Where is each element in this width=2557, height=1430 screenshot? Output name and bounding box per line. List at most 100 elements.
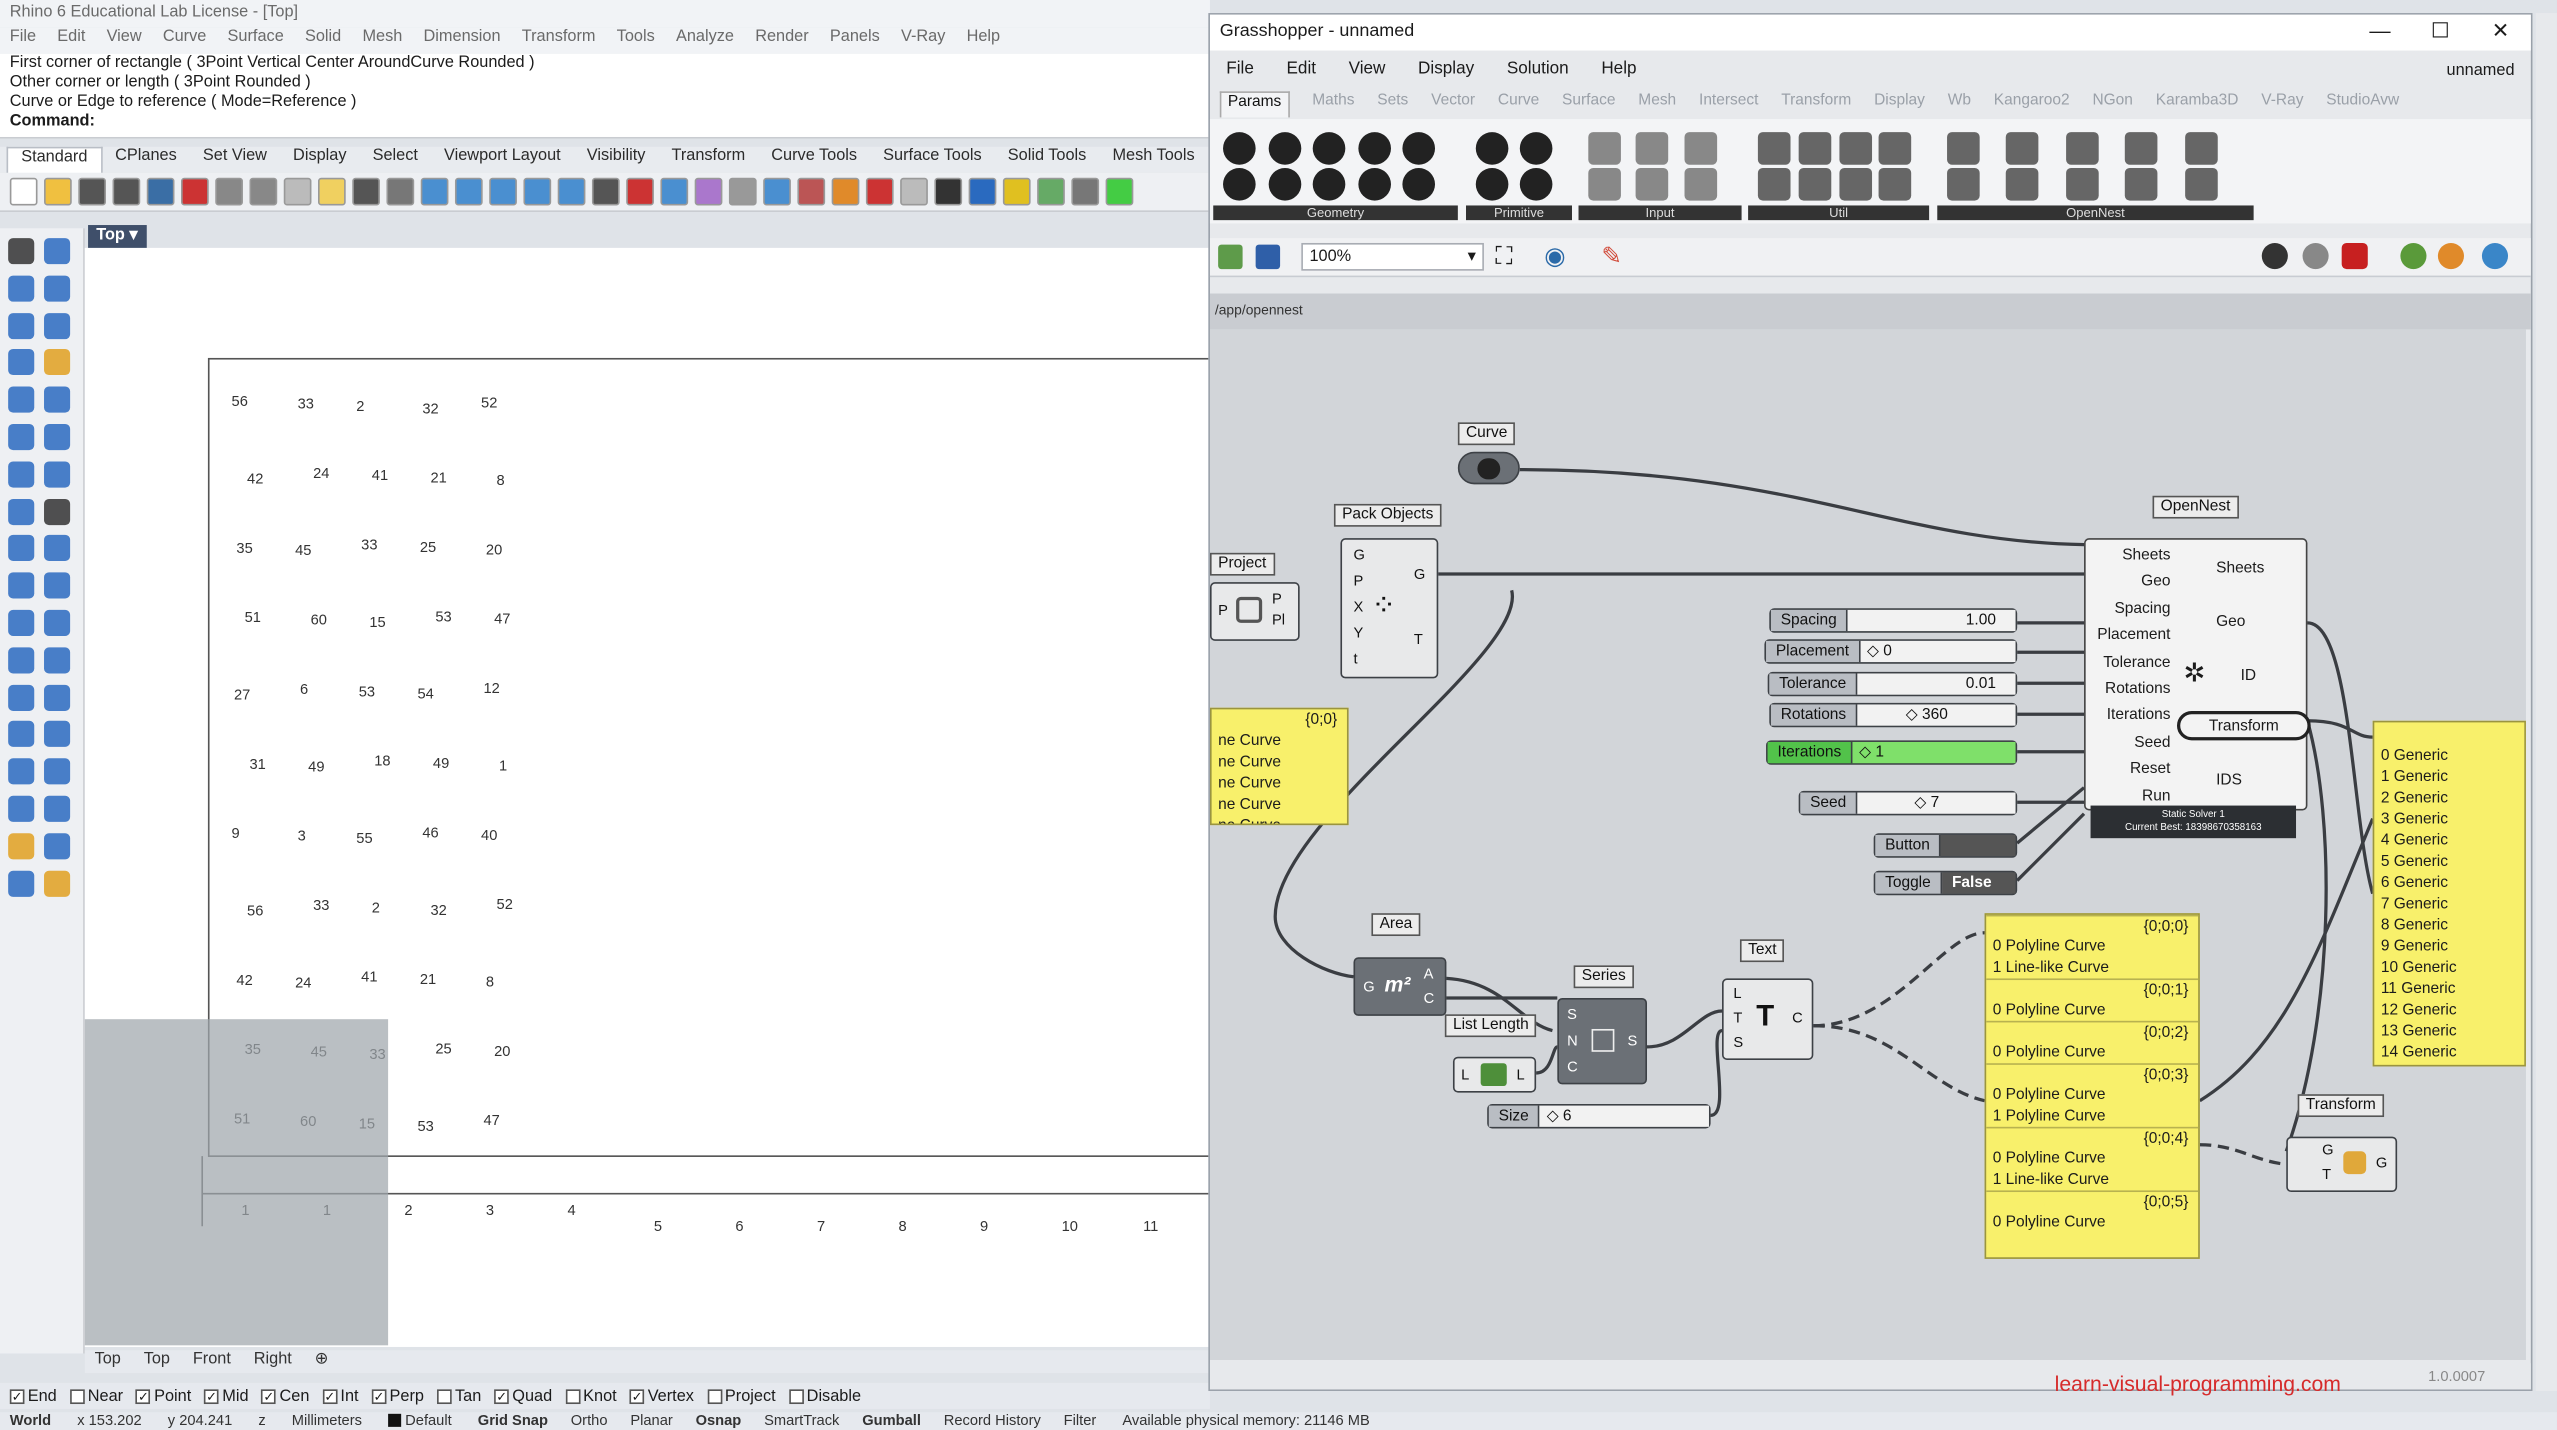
status-toggle-record-history[interactable]: Record History bbox=[943, 1412, 1041, 1429]
osnap-knot[interactable]: Knot bbox=[565, 1387, 617, 1405]
side-tool-icon[interactable] bbox=[8, 572, 35, 599]
status-toggle-grid-snap[interactable]: Grid Snap bbox=[477, 1412, 548, 1429]
component-icon[interactable] bbox=[1878, 167, 1912, 201]
toolbar-tool-icon[interactable] bbox=[78, 177, 106, 206]
gh-menu-display[interactable]: Display bbox=[1418, 58, 1475, 79]
toolbar-tool-icon[interactable] bbox=[386, 177, 415, 206]
pack-objects-component[interactable]: G P X Y t ⁘ G T bbox=[1340, 538, 1439, 679]
osnap-disable[interactable]: Disable bbox=[788, 1387, 861, 1405]
rhino-menu-tools[interactable]: Tools bbox=[616, 27, 655, 46]
osnap-vertex[interactable]: ✓Vertex bbox=[629, 1387, 694, 1405]
side-tool-icon[interactable] bbox=[8, 721, 35, 748]
gh-tab-transform[interactable]: Transform bbox=[1781, 91, 1852, 110]
gh-tab-vector[interactable]: Vector bbox=[1431, 91, 1476, 110]
component-icon[interactable] bbox=[1588, 132, 1621, 165]
opennest-input-placement[interactable]: Placement bbox=[2097, 626, 2171, 645]
component-icon[interactable] bbox=[1947, 132, 1980, 165]
side-tool-icon[interactable] bbox=[8, 238, 35, 265]
toolbar-tool-icon[interactable] bbox=[591, 177, 620, 206]
viewport-tab-top[interactable]: Top bbox=[94, 1350, 121, 1369]
gh-tab-maths[interactable]: Maths bbox=[1312, 91, 1355, 110]
toolbar-tool-icon[interactable] bbox=[763, 177, 791, 206]
curve-param[interactable] bbox=[1457, 451, 1520, 485]
toolbar-tab-cplanes[interactable]: CPlanes bbox=[115, 146, 177, 165]
toolbar-tool-icon[interactable] bbox=[1037, 177, 1065, 206]
component-icon[interactable] bbox=[2184, 132, 2218, 165]
gh-tab-karamba3d[interactable]: Karamba3D bbox=[2155, 91, 2239, 110]
side-tool-icon[interactable] bbox=[44, 795, 71, 822]
component-icon[interactable] bbox=[1223, 132, 1256, 165]
slider-size[interactable]: Size◇ 6 bbox=[1487, 1103, 1711, 1129]
side-tool-icon[interactable] bbox=[8, 423, 35, 451]
toolbar-tool-icon[interactable] bbox=[454, 177, 483, 206]
side-tool-icon[interactable] bbox=[8, 609, 35, 636]
zoom-extents-icon[interactable]: ⛶ bbox=[1495, 242, 1513, 271]
text-component[interactable]: L T S T C bbox=[1722, 978, 1814, 1060]
opennest-output-ids[interactable]: IDS bbox=[2216, 771, 2242, 790]
side-tool-icon[interactable] bbox=[44, 721, 71, 748]
component-icon[interactable] bbox=[1798, 132, 1831, 165]
component-icon[interactable] bbox=[1588, 167, 1621, 201]
rhino-menu-view[interactable]: View bbox=[106, 27, 142, 46]
gh-tab-display[interactable]: Display bbox=[1874, 91, 1925, 110]
toolbar-tool-icon[interactable] bbox=[317, 177, 346, 206]
component-icon[interactable] bbox=[1878, 132, 1912, 165]
rhino-menu-vray[interactable]: V-Ray bbox=[900, 27, 946, 46]
side-tool-icon[interactable] bbox=[8, 832, 35, 860]
component-icon[interactable] bbox=[1403, 167, 1436, 201]
component-icon[interactable] bbox=[1636, 132, 1669, 165]
rhino-menu-panels[interactable]: Panels bbox=[829, 27, 880, 46]
osnap-quad[interactable]: ✓Quad bbox=[494, 1387, 552, 1405]
component-icon[interactable] bbox=[2006, 167, 2040, 201]
toolbar-tab-select[interactable]: Select bbox=[372, 146, 418, 165]
right-scrollbar[interactable] bbox=[2535, 13, 2557, 1391]
open-file-icon[interactable] bbox=[1218, 244, 1243, 270]
osnap-int[interactable]: ✓Int bbox=[322, 1387, 359, 1405]
opennest-input-tolerance[interactable]: Tolerance bbox=[2103, 653, 2171, 672]
side-tool-icon[interactable] bbox=[8, 795, 35, 822]
opennest-input-spacing[interactable]: Spacing bbox=[2114, 599, 2171, 618]
component-icon[interactable] bbox=[1683, 132, 1717, 165]
toolbar-tool-icon[interactable] bbox=[900, 177, 928, 206]
maximize-button[interactable]: ☐ bbox=[2430, 17, 2450, 43]
status-cplane[interactable]: World bbox=[9, 1412, 52, 1429]
opennest-input-seed[interactable]: Seed bbox=[2134, 733, 2171, 752]
gh-menu-help[interactable]: Help bbox=[1601, 58, 1637, 79]
component-icon[interactable] bbox=[1757, 132, 1791, 165]
toolbar-tab-visibility[interactable]: Visibility bbox=[586, 146, 646, 165]
status-toggle-filter[interactable]: Filter bbox=[1063, 1412, 1097, 1429]
toolbar-tool-icon[interactable] bbox=[968, 177, 997, 206]
opennest-input-sheets[interactable]: Sheets bbox=[2122, 546, 2171, 565]
zoom-select[interactable]: 100%▾ bbox=[1301, 242, 1484, 271]
osnap-perp[interactable]: ✓Perp bbox=[371, 1387, 424, 1405]
component-icon[interactable] bbox=[1313, 167, 1346, 201]
toolbar-tab-solid-tools[interactable]: Solid Tools bbox=[1007, 146, 1087, 165]
side-tool-icon[interactable] bbox=[8, 498, 35, 525]
side-tool-icon[interactable] bbox=[8, 312, 35, 339]
toolbar-tool-icon[interactable] bbox=[1071, 177, 1100, 206]
gh-menu-view[interactable]: View bbox=[1348, 58, 1386, 79]
save-file-icon[interactable] bbox=[1255, 244, 1281, 270]
slider-seed[interactable]: Seed◇ 7 bbox=[1798, 790, 2018, 816]
toolbar-tool-icon[interactable] bbox=[865, 177, 894, 206]
opennest-input-rotations[interactable]: Rotations bbox=[2105, 680, 2171, 698]
component-icon[interactable] bbox=[2125, 132, 2158, 165]
side-tool-icon[interactable] bbox=[8, 870, 35, 897]
side-tool-icon[interactable] bbox=[8, 535, 35, 562]
osnap-mid[interactable]: ✓Mid bbox=[204, 1387, 249, 1405]
component-icon[interactable] bbox=[1358, 132, 1391, 165]
toolbar-tab-viewport-layout[interactable]: Viewport Layout bbox=[444, 146, 561, 165]
reset-button[interactable]: Button bbox=[1873, 833, 2018, 858]
status-toggle-osnap[interactable]: Osnap bbox=[695, 1412, 742, 1429]
side-tool-icon[interactable] bbox=[8, 684, 35, 711]
toolbar-tool-icon[interactable] bbox=[181, 177, 209, 206]
preview-shaded-icon[interactable] bbox=[2341, 242, 2368, 270]
component-icon[interactable] bbox=[1838, 132, 1872, 165]
slider-rotations[interactable]: Rotations◇ 360 bbox=[1769, 702, 2018, 728]
rhino-menu-curve[interactable]: Curve bbox=[162, 27, 207, 46]
gh-tab-mesh[interactable]: Mesh bbox=[1638, 91, 1677, 110]
opennest-output-geo[interactable]: Geo bbox=[2216, 613, 2246, 632]
side-tool-icon[interactable] bbox=[44, 609, 71, 636]
